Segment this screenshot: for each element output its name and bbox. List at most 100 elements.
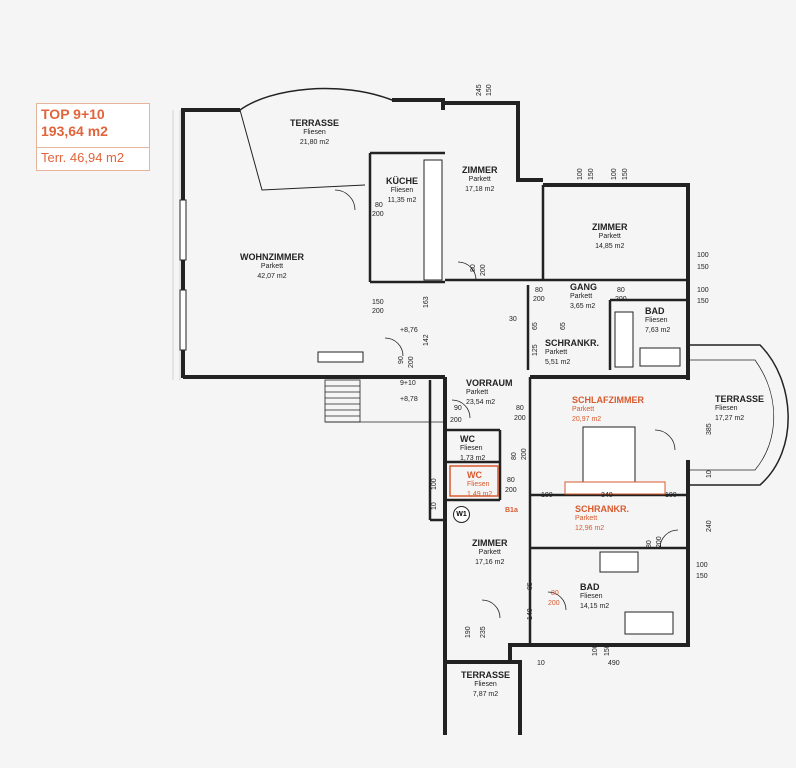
dim-label: 200	[656, 536, 663, 548]
dim-label: 150	[622, 168, 629, 180]
dim-label: 80	[470, 264, 477, 272]
dim-label: 10	[431, 502, 438, 510]
room-terrasse-top: TERRASSE Fliesen 21,80 m2	[290, 118, 339, 148]
dim-label: 80	[507, 477, 515, 484]
room-material: Parkett	[478, 549, 501, 556]
dim-label: 200	[514, 415, 526, 422]
room-terrasse-right: TERRASSE Fliesen 17,27 m2	[715, 394, 764, 424]
room-area: 1,73 m2	[460, 455, 486, 462]
room-area: 12,96 m2	[575, 525, 605, 532]
dim-label: 65	[532, 322, 539, 330]
dim-label: 150	[588, 168, 595, 180]
room-wohnzimmer: WOHNZIMMER Parkett 42,07 m2	[240, 252, 304, 282]
dim-label: 80	[617, 287, 625, 294]
dim-label: 150	[697, 298, 709, 305]
dim-label: 200	[372, 308, 384, 315]
room-name: VORRAUM	[466, 378, 513, 388]
room-material: Parkett	[466, 389, 489, 396]
room-vorraum: VORRAUM Parkett 23,54 m2	[466, 378, 513, 408]
level-marker: +8,78	[400, 396, 418, 403]
room-material: Fliesen	[303, 129, 326, 136]
level-marker: 9+10	[400, 380, 416, 387]
room-area: 17,27 m2	[715, 415, 745, 422]
room-zimmer-2: ZIMMER Parkett 14,85 m2	[592, 222, 628, 252]
room-name: SCHRANKR.	[545, 338, 599, 348]
dim-label: 150	[372, 299, 384, 306]
unit-summary-box: TOP 9+10 193,64 m2 Terr. 46,94 m2	[36, 103, 150, 171]
room-material: Parkett	[570, 293, 593, 300]
marker-w1: W1	[453, 506, 470, 523]
dim-label: 385	[706, 423, 713, 435]
room-material: Fliesen	[580, 593, 603, 600]
room-area: 42,07 m2	[257, 273, 287, 280]
dim-label: 200	[372, 211, 384, 218]
dim-label: 140	[527, 608, 534, 620]
dim-label: 200	[548, 600, 560, 607]
dim-label: 235	[480, 626, 487, 638]
dim-label: 150	[604, 644, 611, 656]
dim-label: 200	[480, 264, 487, 276]
dim-label: 200	[533, 296, 545, 303]
room-bad-2: BAD Fliesen 14,15 m2	[580, 582, 609, 612]
dim-label: 100	[577, 168, 584, 180]
terrace-top-arc	[239, 87, 393, 111]
room-material: Parkett	[572, 406, 595, 413]
room-area: 17,16 m2	[475, 559, 505, 566]
room-name: WC	[460, 434, 475, 444]
room-name: ZIMMER	[592, 222, 628, 232]
room-material: Parkett	[545, 349, 568, 356]
sinks-2	[624, 611, 674, 635]
dim-label: 80	[551, 590, 559, 597]
room-name: ZIMMER	[462, 165, 498, 175]
room-name: KÜCHE	[386, 176, 419, 186]
room-zimmer-1: ZIMMER Parkett 17,18 m2	[462, 165, 498, 195]
room-area: 1,49 m2	[467, 491, 493, 498]
dim-label: 200	[450, 417, 462, 424]
room-gang: GANG Parkett 3,65 m2	[570, 282, 597, 312]
dim-label: 90	[398, 356, 405, 364]
outer-walls	[181, 98, 690, 735]
wc-red-outline	[449, 465, 499, 497]
dim-label: 80	[646, 540, 653, 548]
dim-label: 100	[431, 478, 438, 490]
bed	[582, 426, 636, 483]
room-material: Fliesen	[715, 405, 738, 412]
room-area: 21,80 m2	[299, 139, 330, 146]
room-area: 20,97 m2	[572, 416, 602, 423]
unit-number: TOP 9+10	[41, 106, 105, 122]
dim-label: 200	[408, 356, 415, 368]
terrace-area: Terr. 46,94 m2	[37, 147, 149, 165]
dim-label: 150	[697, 264, 709, 271]
room-name: BAD	[580, 582, 600, 592]
room-schrankraum-1: SCHRANKR. Parkett 5,51 m2	[545, 338, 599, 368]
dim-label: 100	[592, 644, 599, 656]
room-material: Fliesen	[474, 681, 497, 688]
room-bad-1: BAD Fliesen 7,63 m2	[645, 306, 670, 336]
dim-label: 80	[375, 202, 383, 209]
dim-label: 340	[601, 492, 613, 499]
room-material: Fliesen	[390, 187, 414, 194]
dim-label: 80	[511, 452, 518, 460]
marker-b1a: B1a	[505, 507, 518, 514]
dim-label: 200	[615, 296, 627, 303]
dim-label: 90	[454, 405, 462, 412]
room-area: 14,15 m2	[580, 603, 610, 610]
terrace-right-arc	[688, 344, 789, 486]
dim-label: 125	[532, 344, 539, 356]
room-area: 3,65 m2	[570, 303, 596, 310]
room-material: Parkett	[260, 263, 284, 270]
room-name: WOHNZIMMER	[240, 252, 304, 262]
level-marker: +8,76	[400, 327, 418, 334]
room-material: Fliesen	[645, 317, 668, 324]
dim-label: 100	[697, 287, 709, 294]
dim-label: 65	[560, 322, 567, 330]
room-material: Parkett	[468, 176, 491, 183]
sinks-1	[639, 347, 681, 367]
room-area: 7,87 m2	[472, 691, 499, 698]
interior-walls	[368, 151, 688, 645]
room-area: 23,54 m2	[466, 399, 496, 406]
unit-area: 193,64 m2	[41, 123, 108, 139]
kitchen-counter	[423, 159, 443, 281]
dim-label: 200	[521, 448, 528, 460]
dim-label: 80	[535, 287, 543, 294]
